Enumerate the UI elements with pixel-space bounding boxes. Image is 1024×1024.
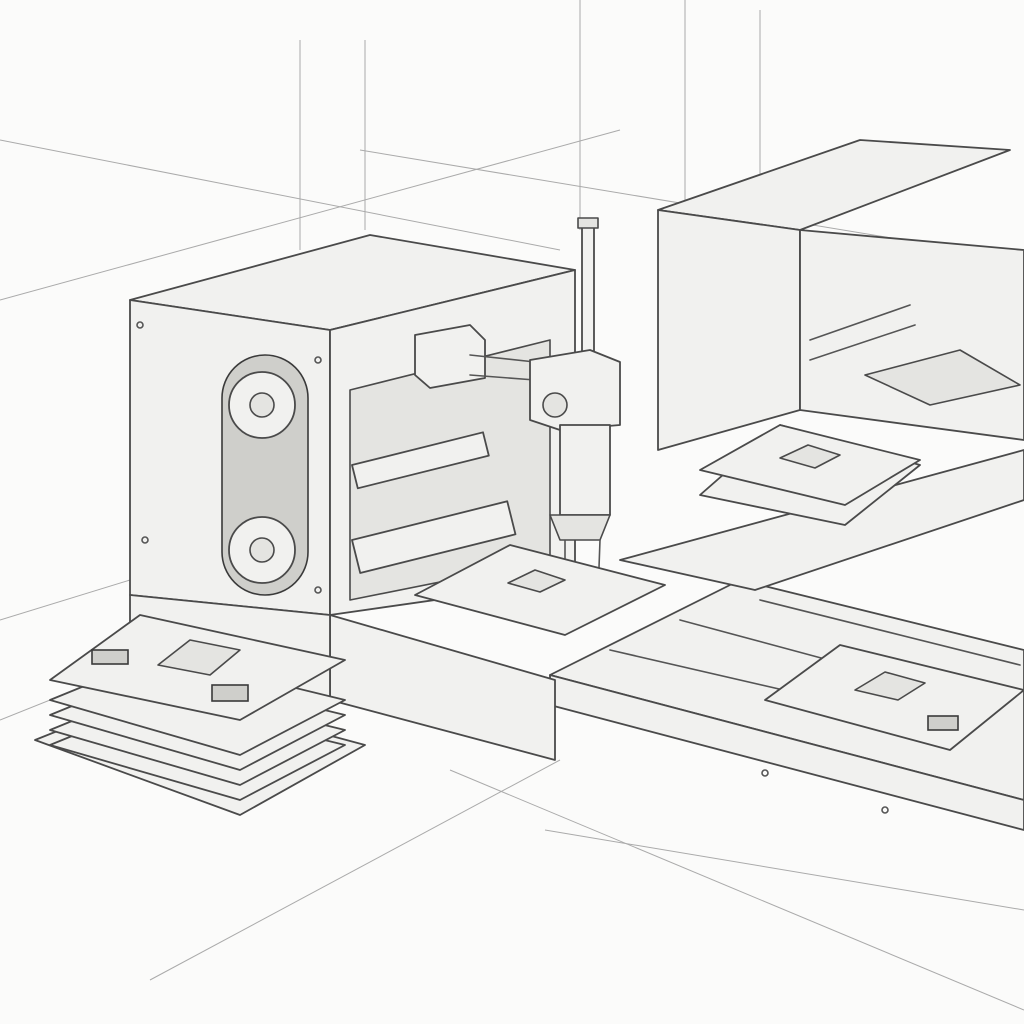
pcb-in-machine bbox=[414, 544, 666, 636]
pcb-boards bbox=[34, 424, 1024, 816]
pcb-stack-front bbox=[34, 614, 366, 816]
background-machine bbox=[657, 139, 1024, 451]
pcb-stack-back bbox=[699, 424, 921, 526]
belt-drive bbox=[221, 354, 309, 596]
rollers bbox=[351, 431, 517, 574]
pcb-on-conveyor bbox=[764, 644, 1024, 751]
robot-arm bbox=[414, 217, 621, 601]
